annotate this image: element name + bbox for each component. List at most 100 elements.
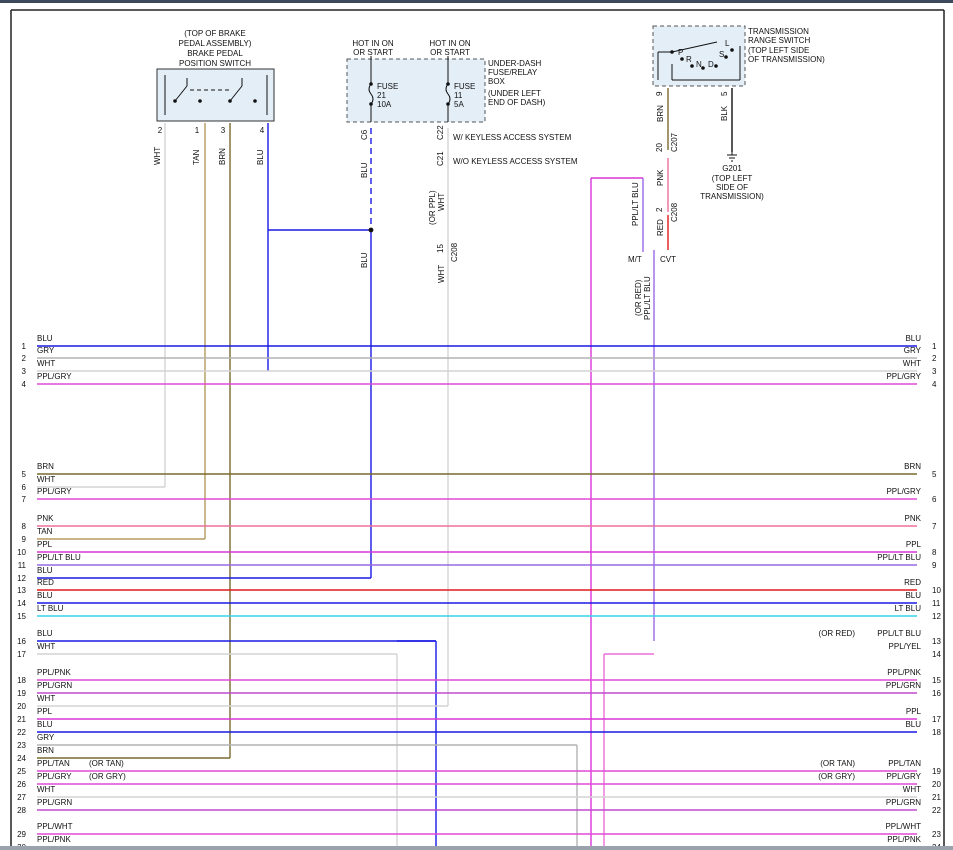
left-pin-number: 12 xyxy=(17,574,26,583)
right-pin-number: 13 xyxy=(932,637,941,646)
left-pin-number: 29 xyxy=(17,830,26,839)
left-wire-color-label: PNK xyxy=(37,514,54,523)
brake-pin-1: 1 xyxy=(195,126,200,135)
left-wire-color-label: WHT xyxy=(37,785,55,794)
fuse-box-name-2: FUSE/RELAY xyxy=(488,68,538,77)
right-pin-number: 16 xyxy=(932,689,941,698)
left-wire-color-label: PPL/LT BLU xyxy=(37,553,81,562)
left-pin-number: 25 xyxy=(17,767,26,776)
cvt-branch-label: CVT xyxy=(660,255,676,264)
left-wire-color-label: BLU xyxy=(37,566,53,575)
left-pin-number: 3 xyxy=(22,367,27,376)
brake-switch-location-1: (TOP OF BRAKE xyxy=(184,29,246,38)
trs-wire-label-or-red: (OR RED) xyxy=(634,279,643,316)
fuse21-label: FUSE xyxy=(377,82,398,91)
left-wire-color-label: PPL xyxy=(37,707,53,716)
right-pin-number: 5 xyxy=(932,470,937,479)
connector-rows: 1BLU2GRY3WHT4PPL/GRY5BRN6WHT7PPL/GRY8PNK… xyxy=(17,334,941,850)
left-pin-number: 18 xyxy=(17,676,26,685)
trs-position-l: L xyxy=(725,39,730,48)
under-dash-fuse-relay-box: HOT IN ON OR START HOT IN ON OR START FU… xyxy=(346,39,578,283)
right-wire-color-label: PPL xyxy=(906,707,922,716)
left-pin-number: 10 xyxy=(17,548,26,557)
trs-name-3: (TOP LEFT SIDE xyxy=(748,46,809,55)
mt-branch-label: M/T xyxy=(628,255,642,264)
left-wire-color-label: GRY xyxy=(37,733,55,742)
left-wire-color-label: PPL/GRN xyxy=(37,681,72,690)
ground-location-1: (TOP LEFT xyxy=(712,174,753,183)
right-wire-color-label: PPL/LT BLU xyxy=(877,629,921,638)
window-top-bar xyxy=(0,0,953,3)
left-wire-color-label: BLU xyxy=(37,720,53,729)
right-wire-color-label: PPL/GRN xyxy=(886,798,921,807)
splice-point xyxy=(368,227,374,233)
c208-pin-2: 2 xyxy=(655,207,664,212)
right-pin-number: 15 xyxy=(932,676,941,685)
fuse11-rating: 5A xyxy=(454,100,464,109)
right-pin-number: 12 xyxy=(932,612,941,621)
right-wire-color-label: BLU xyxy=(905,591,921,600)
right-wire-color-label: PPL/WHT xyxy=(885,822,921,831)
c207-pin-20: 20 xyxy=(655,143,664,152)
right-wire-alt-note: (OR TAN) xyxy=(820,759,855,768)
trs-position-s: S xyxy=(719,50,724,59)
right-pin-number: 8 xyxy=(932,548,937,557)
right-wire-alt-note: (OR RED) xyxy=(819,629,856,638)
trs-pin-9: 9 xyxy=(655,91,664,96)
fuse21-hot-label-2: OR START xyxy=(353,48,393,57)
left-pin-number: 22 xyxy=(17,728,26,737)
right-pin-number: 19 xyxy=(932,767,941,776)
connector-c208-label: C208 xyxy=(450,242,459,262)
fuse-box-outline xyxy=(346,58,486,123)
c22-keyless-note: W/ KEYLESS ACCESS SYSTEM xyxy=(453,133,572,142)
fuse21-wire-label-blu: BLU xyxy=(360,162,369,178)
brake-wire-label-wht: WHT xyxy=(153,147,162,165)
left-wire-color-label: PPL/GRY xyxy=(37,372,72,381)
left-wire-color-label: PPL/PNK xyxy=(37,835,71,844)
trs-wire-label-pnk: PNK xyxy=(656,169,665,186)
trs-name-2: RANGE SWITCH xyxy=(748,36,810,45)
ground-icon xyxy=(727,150,737,162)
right-wire-color-label: PPL/TAN xyxy=(888,759,921,768)
right-pin-number: 10 xyxy=(932,586,941,595)
right-pin-number: 18 xyxy=(932,728,941,737)
c208-pin-15: 15 xyxy=(436,244,445,253)
left-pin-number: 14 xyxy=(17,599,26,608)
trs-position-r: R xyxy=(686,55,692,64)
right-pin-number: 21 xyxy=(932,793,941,802)
right-wire-color-label: BLU xyxy=(905,334,921,343)
left-pin-number: 27 xyxy=(17,793,26,802)
left-pin-number: 11 xyxy=(18,561,27,570)
left-wire-color-label: LT BLU xyxy=(37,604,64,613)
right-pin-number: 11 xyxy=(932,599,941,608)
left-wire-color-label: WHT xyxy=(37,642,55,651)
right-wire-color-label: WHT xyxy=(903,785,921,794)
right-wire-color-label: BLU xyxy=(905,720,921,729)
fuse11-number: 11 xyxy=(454,91,463,100)
connector-c21-label: C21 xyxy=(436,151,445,166)
fuse11-hot-label-1: HOT IN ON xyxy=(429,39,470,48)
fuse11-wire-label-wht-2: WHT xyxy=(437,265,446,283)
right-pin-number: 9 xyxy=(932,561,937,570)
right-wire-color-label: RED xyxy=(904,578,921,587)
right-pin-number: 1 xyxy=(932,342,937,351)
left-pin-number: 5 xyxy=(22,470,27,479)
trs-pin-5: 5 xyxy=(720,91,729,96)
fuse11-label: FUSE xyxy=(454,82,475,91)
left-pin-number: 15 xyxy=(17,612,26,621)
left-pin-number: 24 xyxy=(17,754,26,763)
fuse21-wire-label-blu-2: BLU xyxy=(360,252,369,268)
c21-no-keyless-note: W/O KEYLESS ACCESS SYSTEM xyxy=(453,157,578,166)
right-wire-color-label: PPL/GRN xyxy=(886,681,921,690)
left-pin-number: 6 xyxy=(22,483,27,492)
trs-position-n: N xyxy=(696,60,702,69)
right-wire-color-label: BRN xyxy=(904,462,921,471)
trs-position-d: D xyxy=(708,60,714,69)
trs-contacts xyxy=(657,41,741,81)
left-wire-color-label: PPL/TAN xyxy=(37,759,70,768)
right-wire-color-label: PPL xyxy=(906,540,922,549)
left-wire-color-label: BRN xyxy=(37,462,54,471)
connector-c6-label: C6 xyxy=(360,129,369,140)
right-pin-number: 23 xyxy=(932,830,941,839)
left-pin-number: 26 xyxy=(17,780,26,789)
